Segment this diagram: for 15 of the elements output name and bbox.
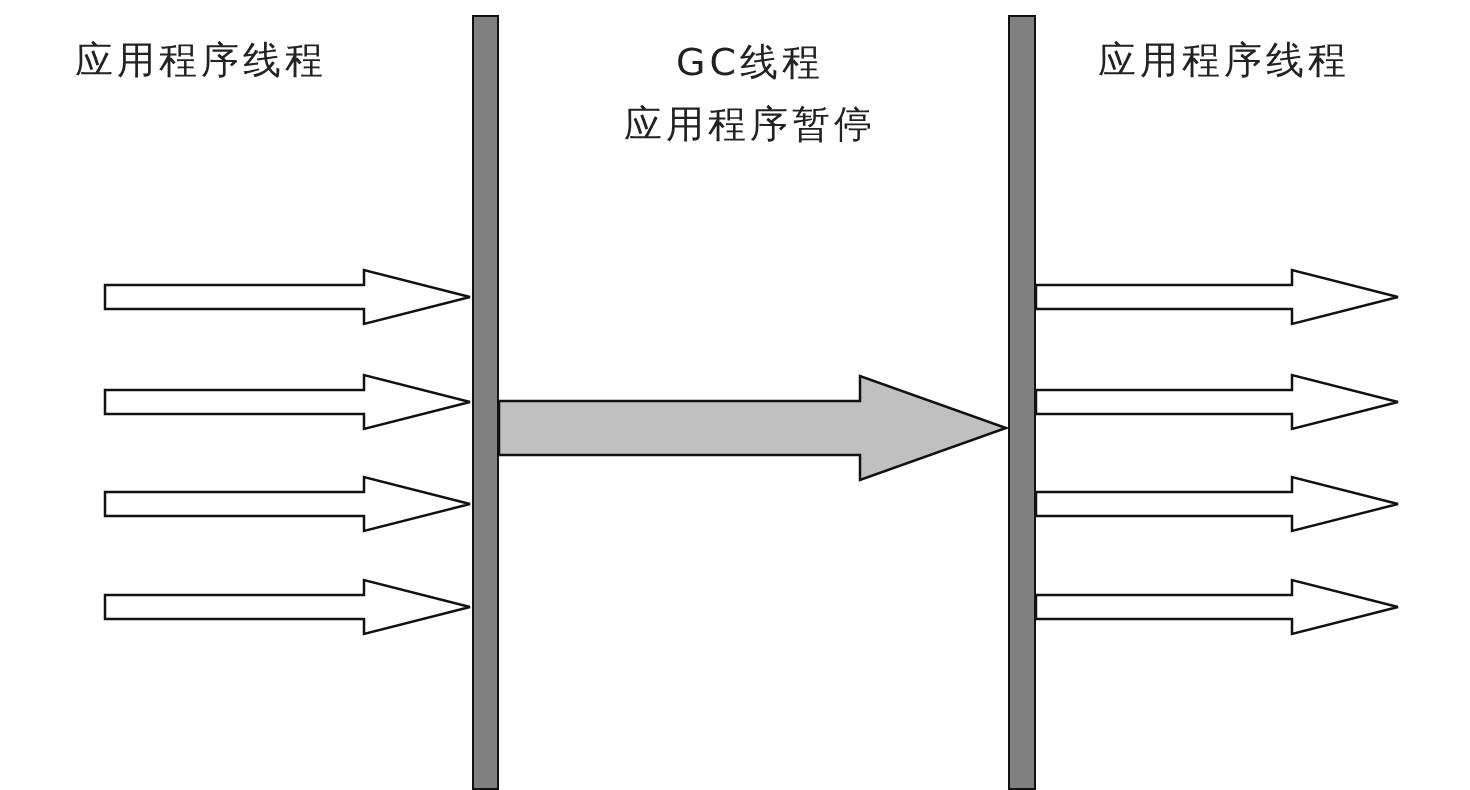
timeline-bar xyxy=(1008,15,1036,790)
heading-text: GC线程 xyxy=(676,40,824,86)
heading-text: 应用程序暂停 xyxy=(624,102,876,148)
arrow xyxy=(103,578,472,636)
heading-text: 应用程序线程 xyxy=(75,38,327,84)
arrow xyxy=(103,475,472,533)
arrow xyxy=(1034,475,1400,533)
arrow xyxy=(1034,268,1400,326)
arrow xyxy=(103,268,472,326)
arrow xyxy=(1034,578,1400,636)
arrow xyxy=(103,373,472,431)
timeline-bar xyxy=(472,15,499,790)
thick-arrow xyxy=(497,374,1010,482)
heading-text: 应用程序线程 xyxy=(1098,38,1350,84)
arrow xyxy=(1034,373,1400,431)
